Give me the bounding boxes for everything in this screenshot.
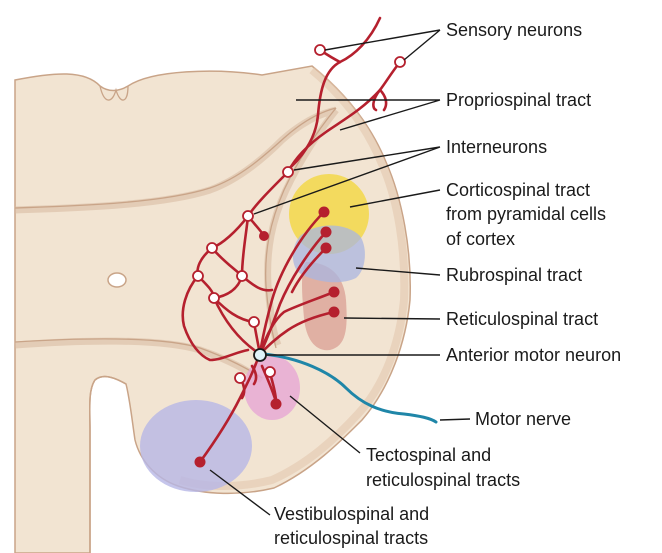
- dorsal-notch: [99, 85, 129, 101]
- sensory-synapse-2: [394, 56, 406, 68]
- leader-rubrospinal: [355, 267, 441, 276]
- label-sensory-neurons: Sensory neurons: [446, 20, 582, 40]
- leader-vestibulospinal: [209, 469, 271, 516]
- white-matter-rim: [178, 66, 409, 490]
- interneuron-synapse-3: [206, 242, 218, 254]
- interneuron-terminal: [259, 231, 269, 241]
- interneuron-synapse-4: [192, 270, 204, 282]
- label-anterior-motor-neuron: Anterior motor neuron: [446, 345, 621, 365]
- motor-nerve-axon: [262, 352, 438, 424]
- tract-regions: [140, 174, 369, 492]
- rubrospinal-region: [292, 225, 365, 283]
- vestibulospinal-terminal: [194, 456, 206, 468]
- label-reticulospinal-tract: Reticulospinal tract: [446, 309, 598, 329]
- synapses: [192, 44, 406, 384]
- label-corticospinal-1: Corticospinal tract: [446, 180, 590, 200]
- interneuron-synapse-2: [242, 210, 254, 222]
- reticulospinal-axon-2: [258, 310, 336, 356]
- labels: Sensory neurons Propriospinal tract Inte…: [274, 20, 621, 548]
- label-interneurons: Interneurons: [446, 137, 547, 157]
- rubrospinal-terminal: [320, 226, 332, 238]
- label-rubrospinal-tract: Rubrospinal tract: [446, 265, 582, 285]
- reticulospinal-terminal-2: [328, 306, 340, 318]
- label-motor-nerve: Motor nerve: [475, 409, 571, 429]
- sensory-neuron-2-main: [286, 88, 382, 174]
- label-corticospinal-2: from pyramidal cells: [446, 204, 606, 224]
- sensory-synapse-1: [314, 44, 326, 56]
- corticospinal-axon: [258, 210, 326, 356]
- ventral-synapse-1: [234, 372, 246, 384]
- label-vestibulospinal-2: reticulospinal tracts: [274, 528, 428, 548]
- terminal-bulbs: [194, 206, 340, 468]
- label-corticospinal-3: of cortex: [446, 229, 515, 249]
- gray-matter-dorsal-edge: [14, 107, 337, 209]
- interneuron-synapse-7: [248, 316, 260, 328]
- corticospinal-terminal: [318, 206, 330, 218]
- label-tectospinal-2: reticulospinal tracts: [366, 470, 520, 490]
- anterior-motor-neuron-body: [253, 348, 267, 362]
- vestibulospinal-region: [140, 400, 252, 492]
- leader-corticospinal: [349, 189, 441, 208]
- leader-reticulospinal: [343, 317, 441, 320]
- label-tectospinal-1: Tectospinal and: [366, 445, 491, 465]
- leader-lines: [209, 29, 471, 516]
- leader-motor-nerve: [439, 418, 471, 421]
- leader-interneurons: [253, 146, 441, 215]
- central-canal: [107, 272, 127, 288]
- interneuron-synapse-5: [236, 270, 248, 282]
- interneuron-chain-branch: [196, 246, 274, 324]
- reticulospinal-terminal-1: [328, 286, 340, 298]
- label-propriospinal-tract: Propriospinal tract: [446, 90, 591, 110]
- interneuron-synapse-1: [282, 166, 294, 178]
- interneuron-synapse-6: [208, 292, 220, 304]
- leader-propriospinal: [296, 99, 441, 131]
- tectospinal-terminal: [270, 398, 282, 410]
- label-vestibulospinal-1: Vestibulospinal and: [274, 504, 429, 524]
- gray-matter-ventral-edge: [14, 338, 263, 379]
- leader-sensory: [324, 29, 441, 61]
- ventral-synapse-2: [264, 366, 276, 378]
- reticulospinal-region: [302, 262, 347, 351]
- leader-tectospinal: [289, 395, 361, 454]
- reticulospinal-axon-1: [258, 290, 336, 356]
- rubrospinal-terminal-2: [320, 242, 332, 254]
- ventral-fissure: [88, 375, 127, 553]
